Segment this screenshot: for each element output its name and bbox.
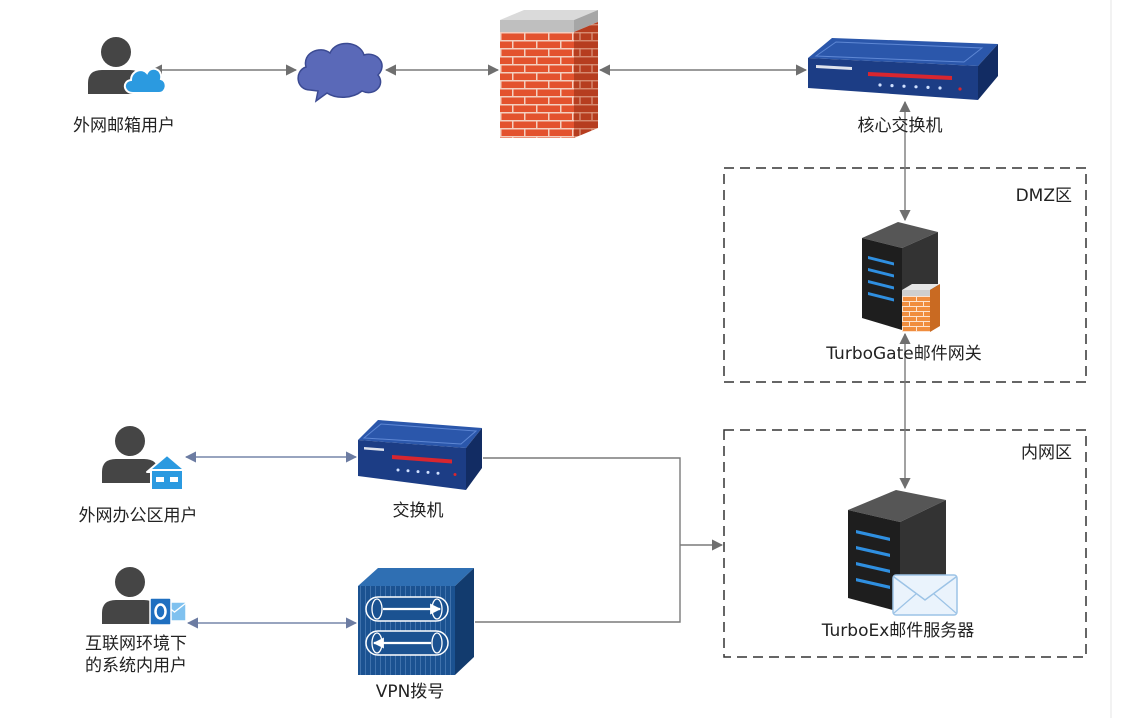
- internet-user-label-line-1: 互联网环境下: [85, 634, 187, 654]
- zone-dmz-label: DMZ区: [1016, 186, 1072, 206]
- outlook-badge-icon: [149, 597, 187, 626]
- user-icon: [102, 426, 158, 483]
- switch-icon: [358, 420, 482, 490]
- firewall-badge-icon: [902, 284, 940, 332]
- node-vpn: VPN拨号: [358, 568, 474, 702]
- core-switch-label: 核心交换机: [858, 116, 943, 136]
- edges: [150, 64, 911, 629]
- node-office-user: 外网办公区用户: [79, 426, 198, 526]
- internet-user-label-line-2: 的系统内用户: [85, 656, 187, 676]
- house-badge-icon: [146, 454, 188, 491]
- external-mail-user-label: 外网邮箱用户: [73, 116, 175, 136]
- node-internet-user: 互联网环境下 的系统内用户: [85, 567, 187, 676]
- node-turboex: TurboEx邮件服务器: [821, 490, 975, 641]
- vpn-icon: [358, 568, 474, 675]
- turbogate-label: TurboGate邮件网关: [825, 344, 981, 364]
- switch-label: 交换机: [393, 501, 444, 521]
- edge-switch-to-junction: [483, 457, 681, 545]
- cloud-badge-icon: [123, 67, 167, 94]
- node-internet: [297, 42, 383, 103]
- node-turbogate: TurboGate邮件网关: [825, 222, 982, 364]
- node-core-switch: 核心交换机: [808, 38, 998, 136]
- node-firewall: [500, 10, 598, 138]
- firewall-icon: [500, 10, 598, 138]
- vpn-label: VPN拨号: [376, 682, 445, 702]
- envelope-badge-icon: [892, 574, 958, 616]
- node-switch: 交换机: [358, 420, 482, 521]
- user-icon: [102, 567, 158, 624]
- office-user-label: 外网办公区用户: [79, 506, 198, 526]
- turboex-label: TurboEx邮件服务器: [821, 621, 975, 641]
- switch-icon: [808, 38, 998, 100]
- edge-vpn-to-junction: [475, 545, 681, 623]
- zone-intranet-label: 内网区: [1021, 443, 1072, 463]
- node-external-mail-user: 外网邮箱用户: [73, 37, 175, 136]
- cloud-icon: [297, 42, 383, 103]
